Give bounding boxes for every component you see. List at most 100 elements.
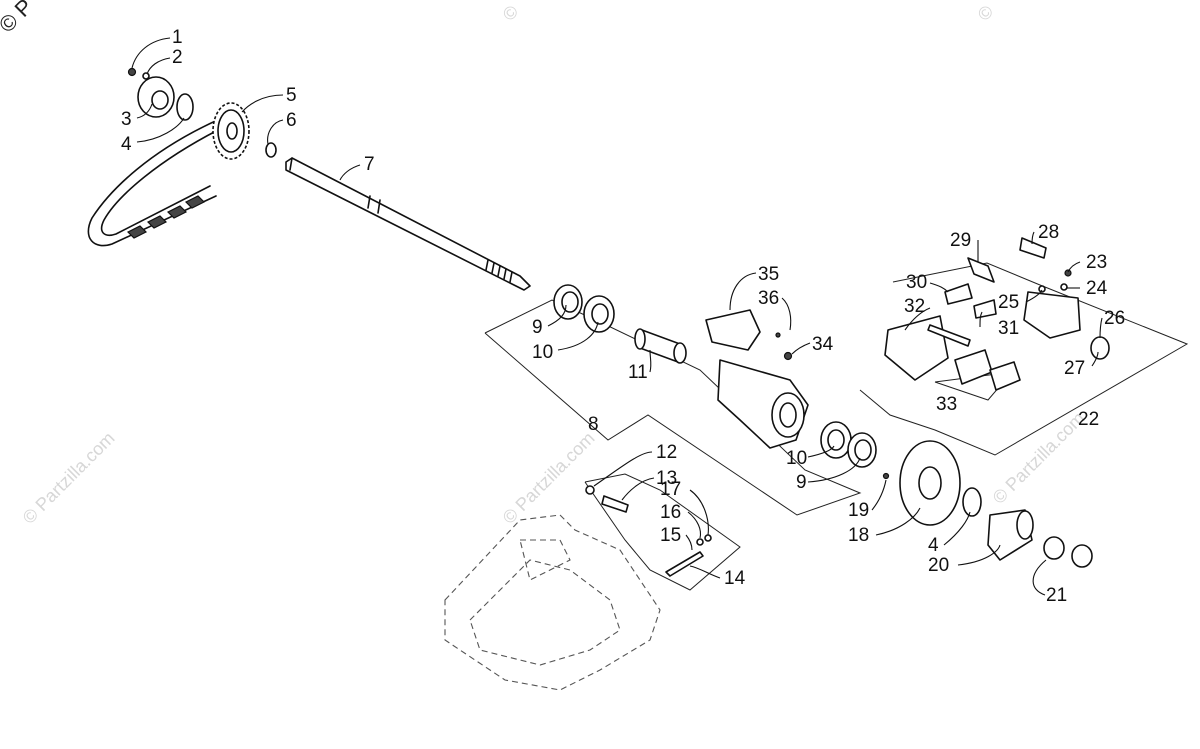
leader-6 (267, 119, 284, 145)
axle-nut-b (1071, 544, 1093, 568)
leader-36 (781, 297, 792, 331)
leader-31 (979, 311, 983, 328)
axle-thread (485, 259, 513, 283)
callout-32: 32 (904, 296, 925, 317)
leader-4l (943, 511, 971, 546)
leader-10u (557, 321, 599, 351)
leader-lines (131, 37, 1103, 596)
callout-19: 19 (848, 500, 869, 521)
callout-17: 17 (660, 479, 681, 500)
leader-13 (621, 477, 655, 501)
leader-21 (1032, 559, 1047, 596)
drive-chain (87, 117, 223, 247)
leader-2 (146, 57, 171, 75)
leader-9l (807, 457, 861, 483)
leader-27 (1091, 351, 1099, 367)
callout-2: 2 (172, 47, 183, 68)
carrier-bore-inner (779, 402, 797, 428)
frame-outline (444, 514, 661, 691)
callout-27: 27 (1064, 358, 1085, 379)
lower-bearings (820, 421, 877, 468)
axle-spacer (634, 328, 687, 364)
swingarm-frame-reference (444, 485, 712, 691)
leader-1 (131, 37, 171, 69)
carrier-bolt (783, 351, 793, 361)
carrier-clamp (705, 309, 761, 351)
watermark-center: © Partzilla.com (499, 428, 599, 528)
upper-bearings (553, 284, 615, 333)
callout-24: 24 (1086, 278, 1108, 299)
bearing-seal-lower (847, 432, 877, 468)
callout-36: 36 (758, 288, 779, 309)
bearing-upper-inner (591, 303, 609, 325)
callout-5: 5 (286, 85, 297, 106)
boot-25 (1038, 285, 1046, 293)
callout-9-lower: 9 (796, 472, 807, 493)
axle-nut-a (1043, 536, 1065, 560)
leader-35 (729, 272, 757, 311)
chain-lower-run (100, 129, 219, 236)
callout-10-lower: 10 (786, 448, 807, 469)
leader-14 (689, 565, 721, 579)
brake-rotor (899, 440, 961, 526)
leader-30 (929, 282, 949, 293)
callout-26: 26 (1104, 308, 1125, 329)
callout-25: 25 (998, 292, 1019, 313)
leader-20 (957, 544, 1001, 566)
callout-9-upper: 9 (532, 317, 543, 338)
callout-22: 22 (1078, 409, 1099, 430)
piston-26 (1090, 336, 1110, 360)
bearing-lower-inner (827, 429, 845, 451)
caliper-body (1023, 291, 1081, 339)
leader-9u (547, 304, 567, 327)
leader-26 (1099, 317, 1103, 339)
leader-7 (339, 164, 361, 181)
snap-ring (176, 93, 194, 121)
axle-collar-b (377, 199, 381, 214)
brake-pad-b (989, 361, 1021, 391)
callout-10-upper: 10 (532, 342, 553, 363)
watermark-right: © Partzilla.com (989, 408, 1089, 508)
callout-14: 14 (724, 568, 746, 589)
callout-12: 12 (656, 442, 677, 463)
callout-1: 1 (172, 27, 183, 48)
callout-30: 30 (906, 272, 927, 293)
callout-13: 13 (656, 468, 677, 489)
callout-34: 34 (812, 334, 834, 355)
bearing-seal-lower-inner (854, 439, 872, 461)
leader-5 (241, 94, 284, 113)
bearing-seal-upper-inner (561, 291, 579, 313)
callout-18: 18 (848, 525, 869, 546)
rear-sprocket (212, 102, 277, 160)
callout-11: 11 (628, 362, 648, 383)
bearing-carrier (705, 309, 809, 449)
spacer-end-a (634, 328, 646, 350)
washer-16 (696, 538, 704, 546)
rotor-bolt (882, 472, 890, 480)
leader-34 (791, 342, 811, 355)
copyright-symbol-top-right: © (974, 1, 998, 25)
axle-spline-start (289, 157, 293, 171)
callout-23: 23 (1086, 252, 1107, 273)
rear-axle (285, 157, 531, 291)
pad-clip-30 (944, 283, 973, 305)
callout-21: 21 (1046, 585, 1067, 606)
o-ring (265, 142, 277, 158)
caliper-bracket (884, 315, 949, 381)
brake-caliper-assembly (884, 237, 1110, 391)
hub-bolt (127, 67, 137, 77)
spacer-end-b (673, 342, 687, 364)
callout-29: 29 (950, 230, 971, 251)
snap-ring-lower (962, 487, 982, 517)
callout-31: 31 (998, 318, 1019, 339)
callout-6: 6 (286, 110, 297, 131)
leader-23 (1067, 261, 1081, 273)
caliper-pin-32 (927, 324, 971, 347)
frame-inner (469, 559, 621, 666)
carrier-bore (771, 392, 805, 438)
group-outline-22 (859, 262, 1189, 456)
bleeder-23 (1064, 269, 1072, 277)
hub-bore (1016, 510, 1034, 540)
hub-center (151, 90, 169, 110)
